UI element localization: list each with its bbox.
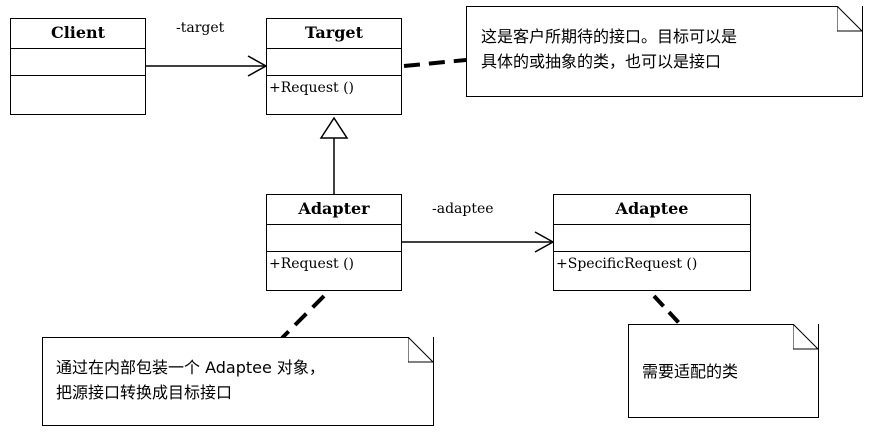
client-attributes-compartment bbox=[11, 49, 145, 76]
client-target-role-label: -target bbox=[176, 20, 225, 36]
target-note-line-2: 具体的或抽象的类，也可以是接口 bbox=[481, 52, 722, 71]
adapter-note-line-2: 把源接口转换成目标接口 bbox=[56, 383, 233, 402]
target-attributes-compartment bbox=[267, 49, 401, 76]
adaptee-operation: +SpecificRequest () bbox=[556, 256, 698, 272]
target-operation: +Request () bbox=[269, 80, 355, 96]
note-fold-corner bbox=[408, 337, 434, 363]
adapter-note-line-1: 通过在内部包装一个 Adaptee 对象， bbox=[56, 358, 325, 377]
adaptee-note: 需要适配的类 bbox=[628, 324, 819, 418]
adaptee-note-anchor bbox=[652, 294, 682, 326]
adapter-class: Adapter +Request () bbox=[266, 194, 402, 291]
adaptee-class-name: Adaptee bbox=[554, 195, 750, 225]
client-class-name: Client bbox=[11, 19, 145, 49]
adapter-adaptee-role-label: -adaptee bbox=[432, 201, 494, 217]
note-fold-corner bbox=[837, 6, 863, 32]
adaptee-attributes-compartment bbox=[554, 225, 750, 252]
target-note-anchor bbox=[403, 58, 467, 68]
adaptee-class: Adaptee +SpecificRequest () bbox=[553, 194, 751, 291]
target-note-line-1: 这是客户所期待的接口。目标可以是 bbox=[481, 27, 738, 46]
target-class: Target +Request () bbox=[266, 18, 402, 115]
note-fold-corner bbox=[793, 324, 819, 350]
adapter-note-anchor bbox=[280, 294, 326, 340]
adaptee-note-line-1: 需要适配的类 bbox=[642, 362, 739, 381]
generalization-triangle bbox=[319, 116, 349, 139]
client-operations-compartment bbox=[11, 76, 145, 102]
target-class-name: Target bbox=[267, 19, 401, 49]
target-note: 这是客户所期待的接口。目标可以是 具体的或抽象的类，也可以是接口 bbox=[466, 6, 863, 97]
adapter-attributes-compartment bbox=[267, 225, 401, 252]
adapter-operation: +Request () bbox=[269, 256, 355, 272]
client-class: Client bbox=[10, 18, 146, 115]
adapter-class-name: Adapter bbox=[267, 195, 401, 225]
adapter-note: 通过在内部包装一个 Adaptee 对象， 把源接口转换成目标接口 bbox=[42, 337, 434, 426]
